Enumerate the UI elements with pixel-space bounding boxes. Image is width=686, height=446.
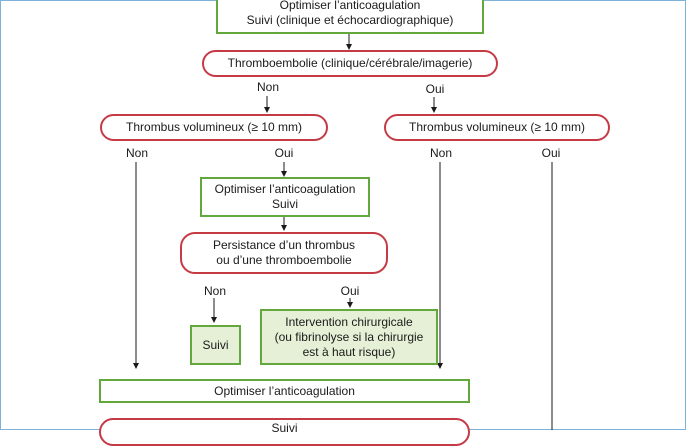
box-line: est à haut risque)	[302, 344, 396, 359]
box-text: Optimiser l’anticoagulation	[214, 383, 355, 398]
thrombus-size-decision-left: Thrombus volumineux (≥ 10 mm)	[100, 114, 328, 141]
thrombus-size-decision-right: Thrombus volumineux (≥ 10 mm)	[384, 114, 610, 141]
label-non: Non	[203, 284, 227, 298]
box-line: Intervention chirurgicale	[285, 314, 413, 329]
label-oui: Oui	[425, 82, 445, 96]
decision-text: Thrombus volumineux (≥ 10 mm)	[126, 120, 302, 134]
box-text: Suivi	[271, 421, 298, 435]
label-non: Non	[256, 80, 280, 94]
box-line: Optimiser l’anticoagulation	[214, 182, 356, 196]
label-non: Non	[125, 146, 149, 160]
optimize-anticoagulation-box-mid: Optimiser l’anticoagulation Suivi	[200, 177, 370, 217]
box-line: Persistance d’un thrombus	[212, 238, 356, 252]
follow-up-box: Suivi	[190, 325, 241, 365]
surgical-intervention-box: Intervention chirurgicale (ou fibrinolys…	[260, 309, 438, 365]
box-line: (ou fibrinolyse si la chirurgie	[274, 329, 424, 344]
connector-lines	[133, 34, 553, 430]
thromboembolism-decision: Thromboembolie (clinique/cérébrale/image…	[202, 50, 498, 77]
box-line: Suivi (clinique et échocardiographique)	[246, 13, 454, 27]
box-line: Optimiser l’anticoagulation	[279, 0, 421, 12]
label-oui: Oui	[340, 284, 360, 298]
decision-text: Thrombus volumineux (≥ 10 mm)	[409, 120, 585, 134]
optimize-anticoagulation-box-top: Optimiser l’anticoagulation Suivi (clini…	[216, 0, 484, 34]
persistence-decision: Persistance d’un thrombus ou d’une throm…	[180, 232, 388, 274]
label-oui: Oui	[274, 146, 294, 160]
box-line: ou d’une thromboembolie	[216, 253, 352, 267]
box-line: Suivi	[271, 197, 298, 211]
optimize-anticoagulation-box-bottom: Optimiser l’anticoagulation	[99, 379, 470, 403]
decision-text: Thromboembolie (clinique/cérébrale/image…	[227, 56, 473, 70]
box-text: Suivi	[202, 337, 229, 352]
label-non: Non	[429, 146, 453, 160]
follow-up-decision-bottom: Suivi	[99, 418, 470, 446]
label-oui: Oui	[541, 146, 561, 160]
